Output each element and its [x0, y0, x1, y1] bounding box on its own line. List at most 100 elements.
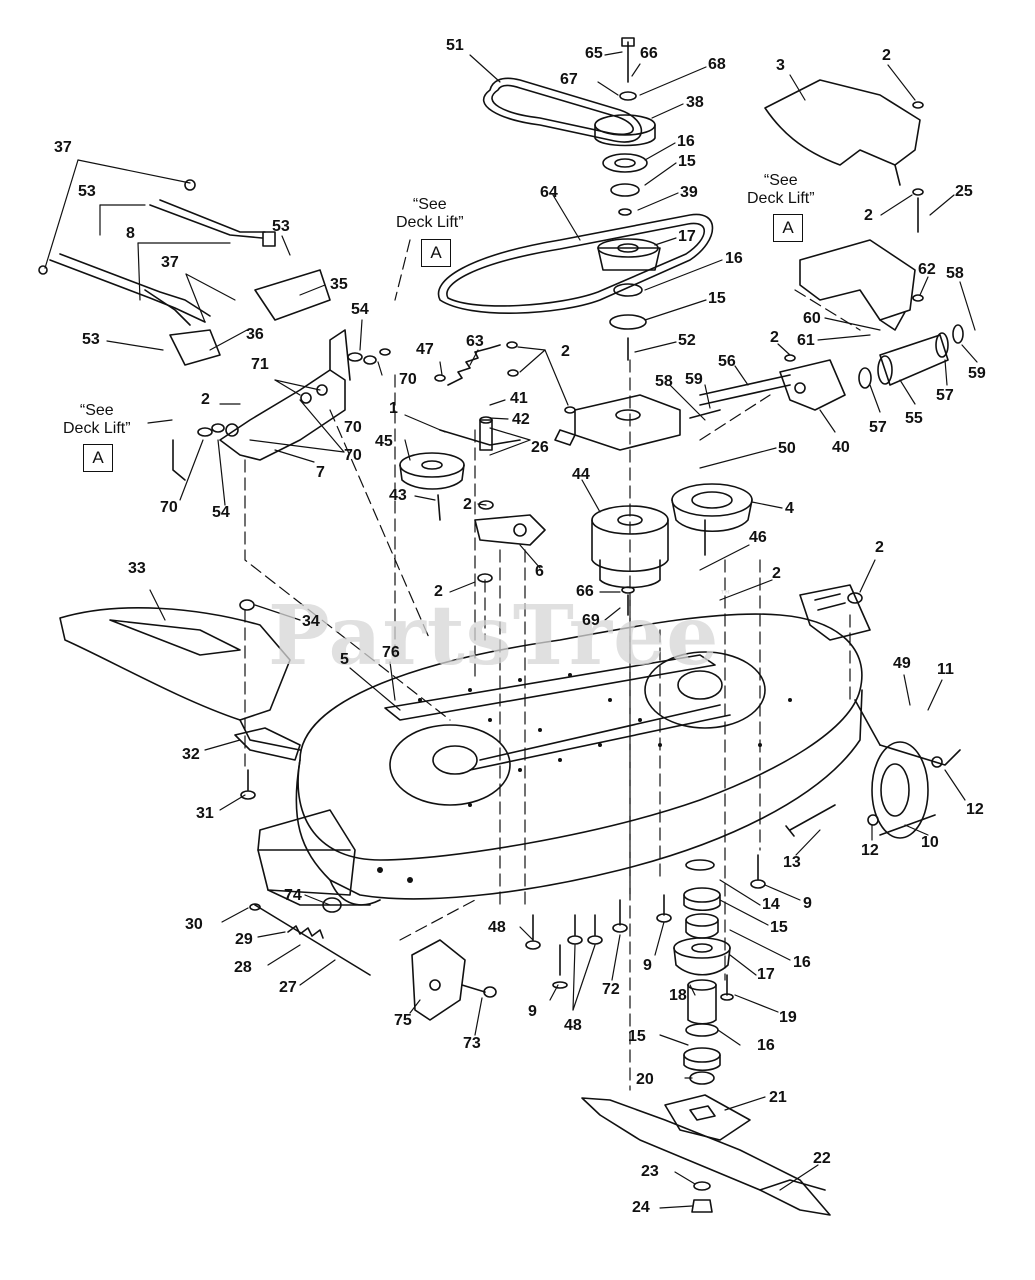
part-number-label[interactable]: 18	[669, 987, 687, 1004]
part-number-label[interactable]: 9	[643, 957, 652, 974]
part-number-label[interactable]: 73	[463, 1035, 481, 1052]
part-number-label[interactable]: 37	[54, 139, 72, 156]
part-number-label[interactable]: 38	[686, 94, 704, 111]
part-number-label[interactable]: 4	[785, 500, 794, 517]
part-number-label[interactable]: 19	[779, 1009, 797, 1026]
part-number-label[interactable]: 13	[783, 854, 801, 871]
part-number-label[interactable]: 28	[234, 959, 252, 976]
part-number-label[interactable]: 2	[882, 47, 891, 64]
part-number-label[interactable]: 9	[528, 1003, 537, 1020]
part-number-label[interactable]: 55	[905, 410, 923, 427]
part-number-label[interactable]: 61	[797, 332, 815, 349]
deck-lift-ref-box[interactable]: A	[773, 214, 803, 242]
part-number-label[interactable]: 7	[316, 464, 325, 481]
part-number-label[interactable]: 37	[161, 254, 179, 271]
part-number-label[interactable]: 66	[640, 45, 658, 62]
part-number-label[interactable]: 42	[512, 411, 530, 428]
part-number-label[interactable]: 27	[279, 979, 297, 996]
part-number-label[interactable]: 46	[749, 529, 767, 546]
part-number-label[interactable]: 2	[770, 329, 779, 346]
part-number-label[interactable]: 59	[685, 371, 703, 388]
part-number-label[interactable]: 48	[488, 919, 506, 936]
part-number-label[interactable]: 26	[531, 439, 549, 456]
part-number-label[interactable]: 16	[677, 133, 695, 150]
part-number-label[interactable]: 2	[561, 343, 570, 360]
deck-lift-ref-box[interactable]: A	[421, 239, 451, 267]
part-number-label[interactable]: 70	[344, 447, 362, 464]
part-number-label[interactable]: 25	[955, 183, 973, 200]
part-number-label[interactable]: 6	[535, 563, 544, 580]
part-number-label[interactable]: 57	[869, 419, 887, 436]
part-number-label[interactable]: 32	[182, 746, 200, 763]
part-number-label[interactable]: 44	[572, 466, 590, 483]
part-number-label[interactable]: 2	[864, 207, 873, 224]
part-number-label[interactable]: 51	[446, 37, 464, 54]
part-number-label[interactable]: 16	[793, 954, 811, 971]
part-number-label[interactable]: 72	[602, 981, 620, 998]
part-number-label[interactable]: 59	[968, 365, 986, 382]
part-number-label[interactable]: 30	[185, 916, 203, 933]
part-number-label[interactable]: 52	[678, 332, 696, 349]
part-number-label[interactable]: 9	[803, 895, 812, 912]
part-number-label[interactable]: 36	[246, 326, 264, 343]
part-number-label[interactable]: 67	[560, 71, 578, 88]
part-number-label[interactable]: 70	[344, 419, 362, 436]
part-number-label[interactable]: 70	[160, 499, 178, 516]
part-number-label[interactable]: 24	[632, 1199, 650, 1216]
part-number-label[interactable]: 76	[382, 644, 400, 661]
part-number-label[interactable]: 74	[284, 887, 302, 904]
part-number-label[interactable]: 40	[832, 439, 850, 456]
part-number-label[interactable]: 14	[762, 896, 780, 913]
part-number-label[interactable]: 8	[126, 225, 135, 242]
part-number-label[interactable]: 54	[351, 301, 369, 318]
part-number-label[interactable]: 66	[576, 583, 594, 600]
part-number-label[interactable]: 5	[340, 651, 349, 668]
part-number-label[interactable]: 43	[389, 487, 407, 504]
part-number-label[interactable]: 2	[875, 539, 884, 556]
part-number-label[interactable]: 12	[966, 801, 984, 818]
part-number-label[interactable]: 16	[725, 250, 743, 267]
part-number-label[interactable]: 47	[416, 341, 434, 358]
part-number-label[interactable]: 71	[251, 356, 269, 373]
part-number-label[interactable]: 15	[678, 153, 696, 170]
part-number-label[interactable]: 54	[212, 504, 230, 521]
part-number-label[interactable]: 69	[582, 612, 600, 629]
part-number-label[interactable]: 53	[82, 331, 100, 348]
part-number-label[interactable]: 2	[772, 565, 781, 582]
part-number-label[interactable]: 35	[330, 276, 348, 293]
part-number-label[interactable]: 1	[389, 400, 398, 417]
part-number-label[interactable]: 15	[770, 919, 788, 936]
deck-lift-ref-box[interactable]: A	[83, 444, 113, 472]
part-number-label[interactable]: 53	[78, 183, 96, 200]
part-number-label[interactable]: 22	[813, 1150, 831, 1167]
part-number-label[interactable]: 20	[636, 1071, 654, 1088]
part-number-label[interactable]: 29	[235, 931, 253, 948]
part-number-label[interactable]: 15	[628, 1028, 646, 1045]
part-number-label[interactable]: 70	[399, 371, 417, 388]
part-number-label[interactable]: 56	[718, 353, 736, 370]
part-number-label[interactable]: 48	[564, 1017, 582, 1034]
part-number-label[interactable]: 58	[655, 373, 673, 390]
part-number-label[interactable]: 23	[641, 1163, 659, 1180]
part-number-label[interactable]: 10	[921, 834, 939, 851]
part-number-label[interactable]: 57	[936, 387, 954, 404]
part-number-label[interactable]: 63	[466, 333, 484, 350]
part-number-label[interactable]: 21	[769, 1089, 787, 1106]
part-number-label[interactable]: 3	[776, 57, 785, 74]
part-number-label[interactable]: 2	[463, 496, 472, 513]
part-number-label[interactable]: 49	[893, 655, 911, 672]
part-number-label[interactable]: 2	[201, 391, 210, 408]
part-number-label[interactable]: 50	[778, 440, 796, 457]
part-number-label[interactable]: 64	[540, 184, 558, 201]
part-number-label[interactable]: 17	[678, 228, 696, 245]
part-number-label[interactable]: 2	[434, 583, 443, 600]
part-number-label[interactable]: 17	[757, 966, 775, 983]
part-number-label[interactable]: 62	[918, 261, 936, 278]
part-number-label[interactable]: 45	[375, 433, 393, 450]
part-number-label[interactable]: 39	[680, 184, 698, 201]
part-number-label[interactable]: 11	[937, 661, 954, 678]
part-number-label[interactable]: 16	[757, 1037, 775, 1054]
part-number-label[interactable]: 60	[803, 310, 821, 327]
part-number-label[interactable]: 12	[861, 842, 879, 859]
part-number-label[interactable]: 65	[585, 45, 603, 62]
